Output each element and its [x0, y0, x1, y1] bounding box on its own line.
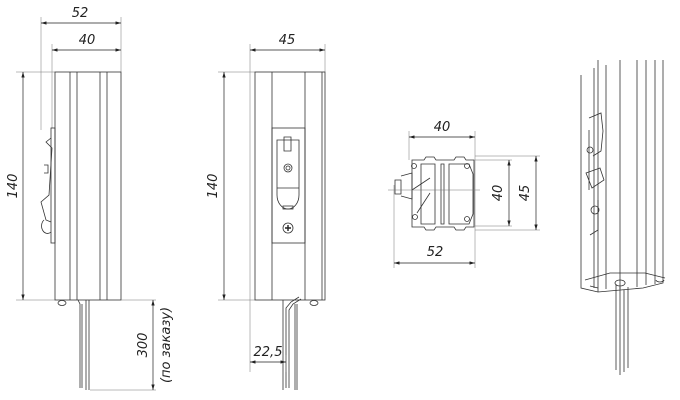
dim-label-45: 45	[279, 33, 296, 48]
dim-label-300: 300	[136, 333, 151, 358]
dim-label-45-depth: 45	[518, 185, 533, 202]
heater-body	[54, 71, 122, 301]
dim-label-40: 40	[79, 33, 96, 48]
isometric-view	[580, 60, 666, 375]
front-view: 45 140 22,5	[206, 33, 326, 390]
dim-label-52: 52	[427, 245, 444, 260]
side-view: 52 40 140 300 (по заказу)	[6, 6, 174, 391]
dim-label-40: 40	[434, 120, 451, 135]
screw-icon	[282, 222, 294, 234]
dim-label-140: 140	[6, 174, 21, 199]
heater-body	[254, 71, 326, 301]
dim-label-40-depth: 40	[491, 185, 506, 202]
din-clip	[50, 127, 56, 244]
dim-label-22-5: 22,5	[254, 345, 283, 360]
profile-outline	[411, 156, 475, 231]
dim-label-140: 140	[206, 174, 221, 199]
dim-label-52: 52	[72, 6, 89, 21]
top-view: 40 52 40 45	[388, 120, 540, 268]
wire-length-note: (по заказу)	[159, 307, 174, 383]
din-clip-plate	[271, 127, 306, 244]
